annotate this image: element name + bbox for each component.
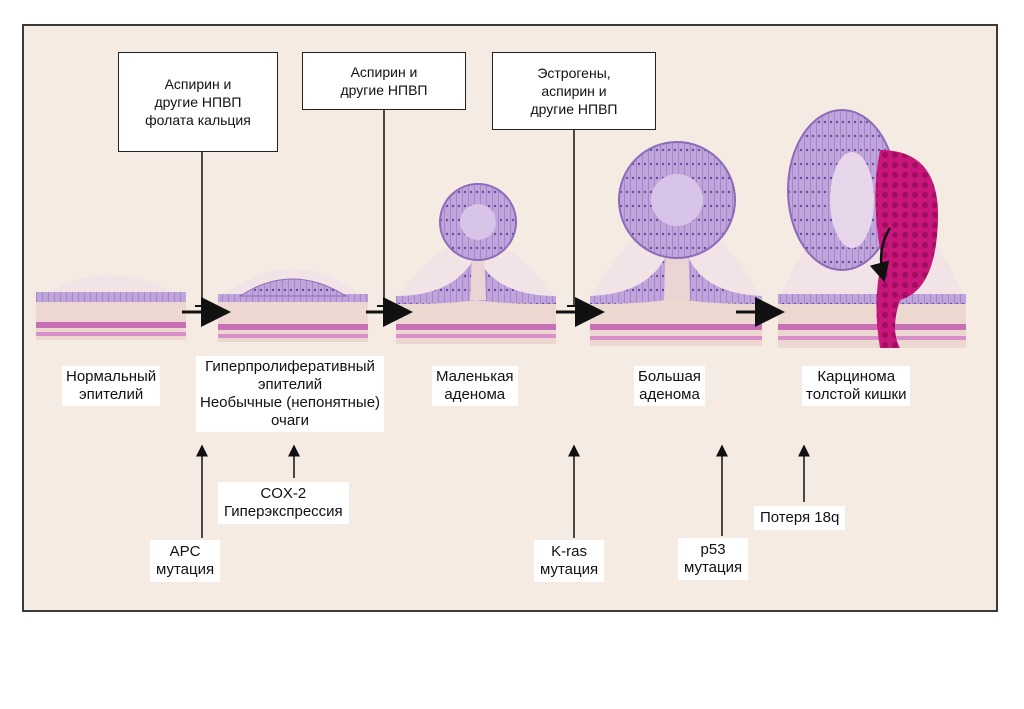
stage-label-line: Необычные (непонятные) bbox=[200, 394, 381, 411]
inhibitor-line: фолата кальция bbox=[145, 112, 251, 128]
inhibitor-line: другие НПВП bbox=[340, 82, 428, 98]
mutation-label-line: K-ras bbox=[551, 543, 587, 560]
stage-label-hyperproliferative: Гиперпролиферативный эпителий Необычные … bbox=[196, 356, 385, 432]
stage-label-line: Маленькая bbox=[436, 368, 514, 385]
stage-label-line: аденома bbox=[639, 386, 700, 403]
inhibitor-line: аспирин и bbox=[541, 83, 607, 99]
mutation-label-cox2: COX-2 Гиперэкспрессия bbox=[218, 482, 349, 524]
mutation-label-line: Потеря 18q bbox=[760, 509, 840, 526]
mutation-label-line: COX-2 bbox=[260, 485, 307, 502]
mutation-label-apc: APC мутация bbox=[150, 540, 221, 582]
stage-label-line: Карцинома bbox=[817, 368, 896, 385]
stage-label-line: Нормальный bbox=[66, 368, 157, 385]
inhibitor-line: Эстрогены, bbox=[537, 65, 611, 81]
mutation-label-line: мутация bbox=[156, 561, 215, 578]
mutation-label-kras: K-ras мутация bbox=[534, 540, 605, 582]
stage-label-line: Гиперпролиферативный bbox=[205, 358, 375, 375]
mutation-label-p53: p53 мутация bbox=[678, 538, 749, 580]
stage-label-carcinoma: Карцинома толстой кишки bbox=[802, 366, 911, 406]
stage-label-line: эпителий bbox=[78, 386, 144, 403]
stage-label-line: аденома bbox=[444, 386, 506, 403]
inhibitor-line: другие НПВП bbox=[154, 94, 242, 110]
stage-label-large-adenoma: Большая аденома bbox=[634, 366, 705, 406]
large-adenoma-illustration bbox=[590, 141, 762, 304]
mutation-label-line: APC bbox=[169, 543, 201, 560]
carcinoma-illustration bbox=[778, 109, 966, 348]
inhibitor-box-aspirin: Аспирин и другие НПВП bbox=[302, 52, 466, 110]
small-adenoma-illustration bbox=[396, 183, 556, 304]
hyperproliferative-epithelium-illustration bbox=[218, 269, 368, 302]
tissue-base bbox=[36, 300, 966, 348]
inhibitor-line: другие НПВП bbox=[530, 101, 618, 117]
mutation-label-line: мутация bbox=[540, 561, 599, 578]
mutation-label-18q-loss: Потеря 18q bbox=[754, 506, 846, 530]
stage-label-line: Большая bbox=[638, 368, 701, 385]
mutation-label-line: Гиперэкспрессия bbox=[224, 503, 343, 520]
stage-label-line: очаги bbox=[271, 412, 310, 429]
stage-label-small-adenoma: Маленькая аденома bbox=[432, 366, 518, 406]
mutation-label-line: p53 bbox=[700, 541, 726, 558]
stage-label-line: толстой кишки bbox=[806, 386, 907, 403]
normal-epithelium-illustration bbox=[36, 275, 186, 302]
inhibitor-box-aspirin-folate: Аспирин и другие НПВП фолата кальция bbox=[118, 52, 278, 152]
inhibitor-line: Аспирин и bbox=[164, 76, 232, 92]
mutation-label-line: мутация bbox=[684, 559, 743, 576]
mutation-arrows bbox=[196, 444, 810, 538]
stage-label-normal: Нормальный эпителий bbox=[62, 366, 161, 406]
stage-label-line: эпителий bbox=[257, 376, 323, 393]
inhibitor-line: Аспирин и bbox=[350, 64, 418, 80]
inhibition-lines bbox=[195, 110, 581, 307]
inhibitor-box-estrogens: Эстрогены, аспирин и другие НПВП bbox=[492, 52, 656, 130]
